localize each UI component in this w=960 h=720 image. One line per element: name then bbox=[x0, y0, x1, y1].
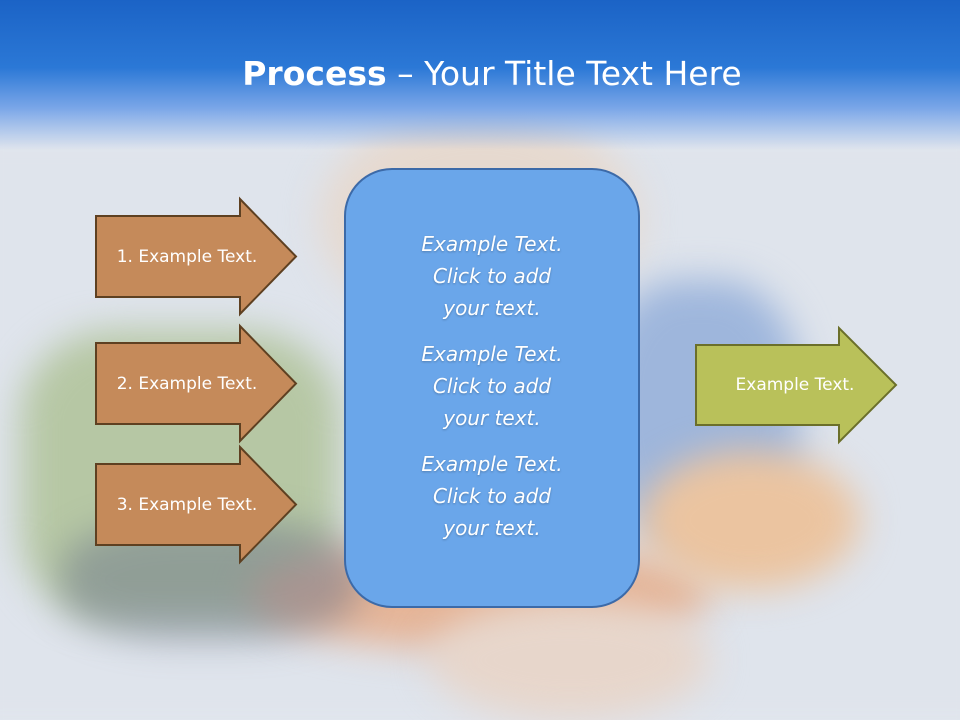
arrow-shape bbox=[95, 196, 298, 317]
center-paragraph-3: Example Text. Click to add your text. bbox=[421, 452, 563, 540]
step-arrow-label: 2. Example Text. bbox=[116, 373, 258, 394]
arrow-shape bbox=[95, 323, 298, 444]
center-paragraph-2: Example Text. Click to add your text. bbox=[421, 342, 563, 430]
step-arrow-2[interactable]: 2. Example Text. bbox=[95, 323, 298, 444]
slide-title[interactable]: Process – Your Title Text Here bbox=[0, 52, 960, 96]
arrow-shape bbox=[695, 325, 898, 445]
center-text-box[interactable]: Example Text. Click to add your text. Ex… bbox=[344, 168, 640, 608]
title-bold: Process bbox=[242, 54, 387, 93]
step-arrow-label: 3. Example Text. bbox=[116, 494, 258, 515]
result-arrow[interactable]: Example Text. bbox=[695, 325, 898, 445]
step-arrow-1[interactable]: 1. Example Text. bbox=[95, 196, 298, 317]
step-arrow-label: 1. Example Text. bbox=[116, 246, 258, 267]
center-paragraph-1: Example Text. Click to add your text. bbox=[421, 232, 563, 320]
header-bar bbox=[0, 0, 960, 150]
arrow-shape bbox=[95, 444, 298, 565]
step-arrow-3[interactable]: 3. Example Text. bbox=[95, 444, 298, 565]
title-rest: – Your Title Text Here bbox=[386, 54, 742, 93]
result-arrow-label: Example Text. bbox=[735, 375, 855, 395]
